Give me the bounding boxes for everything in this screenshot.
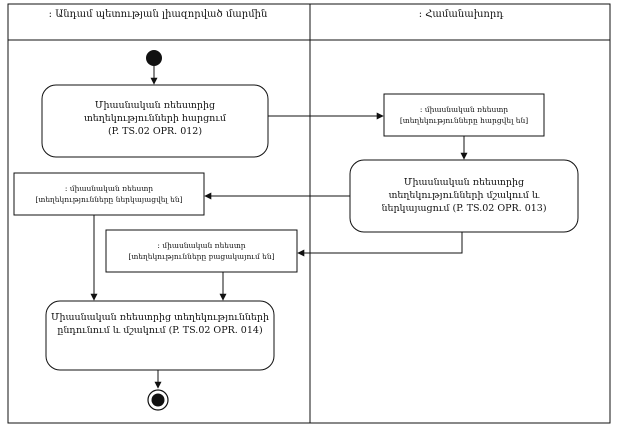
object-provided-name: : միասնական ռեեստր: [64, 184, 154, 193]
activity-receive-process: [45, 300, 275, 371]
activity-final-line: Միասնական ռեեստրից տեղեկությունների: [50, 312, 270, 323]
object-requested-name: : միասնական ռեեստր: [419, 105, 509, 114]
object-requested-text: : միասնական ռեեստր [տեղեկությունները հար…: [386, 104, 542, 126]
activity-request-text: Միասնական ռեեստրից տեղեկությունների հարց…: [48, 99, 262, 138]
swimlane-frame: [7, 3, 611, 424]
object-registry-provided: [13, 172, 205, 216]
object-provided-text: : միասնական ռեեստր [տեղեկությունները ներ…: [16, 183, 202, 205]
object-registry-requested: [383, 93, 545, 137]
lane-title-authorized-body: : Անդամ պետության լիազորված մարմին: [48, 9, 268, 20]
object-missing-state: [տեղեկությունները բացակայում են]: [128, 252, 275, 261]
activity-request-line: (P. TS.02 OPR. 012): [107, 126, 203, 137]
lane-title-counterpart: : Համանախորդ: [418, 9, 504, 20]
activity-final-line: ընդունում և մշակում (P. TS.02 OPR. 014): [57, 325, 263, 336]
object-requested-state: [տեղեկությունները հարցվել են]: [399, 116, 529, 125]
activity-process-line: տեղեկությունների մշակում և: [388, 190, 540, 201]
start-node: [146, 50, 162, 66]
object-missing-name: : միասնական ռեեստր: [157, 241, 246, 250]
activity-request-line: տեղեկությունների հարցում: [83, 113, 227, 124]
activity-process-line: Միասնական ռեեստրից: [403, 177, 525, 188]
activity-process-line: ներկայացում (P. TS.02 OPR. 013): [381, 203, 547, 214]
end-node-inner: [151, 393, 165, 407]
activity-request-info: [41, 84, 269, 158]
flow-processing-to-missing: [297, 232, 463, 257]
activity-final-text: Միասնական ռեեստրից տեղեկությունների ընդո…: [50, 311, 270, 337]
object-provided-state: [տեղեկությունները ներկայացվել են]: [35, 195, 183, 204]
object-missing-text: : միասնական ռեեստր [տեղեկությունները բաց…: [108, 240, 295, 262]
activity-request-line: Միասնական ռեեստրից: [94, 100, 216, 111]
object-registry-missing: [105, 229, 298, 273]
activity-process-text: Միասնական ռեեստրից տեղեկությունների մշակ…: [356, 176, 572, 215]
